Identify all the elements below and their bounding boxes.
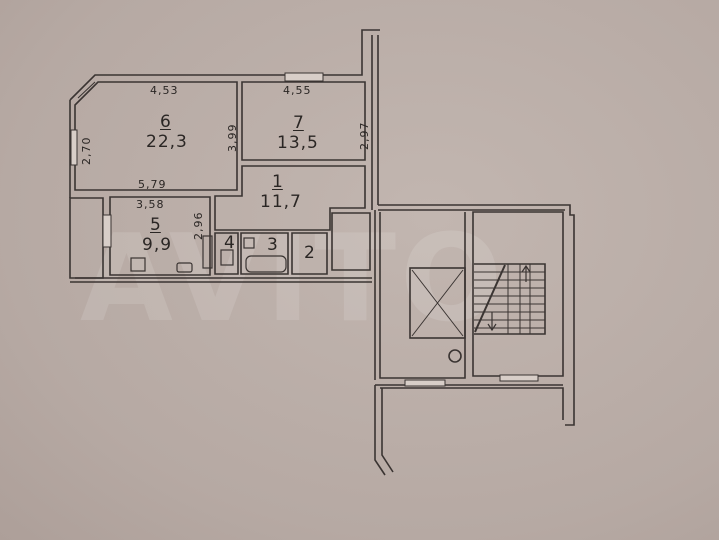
room-3-number: 3 [267,235,279,255]
room-7-area: 13,5 [277,133,319,153]
room-7-number: 7 [293,113,304,133]
room-5-dim-top: 3,58 [136,198,165,211]
room-5-dim-right: 2,96 [192,211,205,241]
room-6-dim-top: 4,53 [150,84,179,97]
room-1-area: 11,7 [260,192,302,212]
room-7-dim-top: 4,55 [283,84,312,97]
arrow-up-icon [521,264,531,282]
room-6-dim-left: 2,70 [80,136,93,166]
room-2-number: 2 [304,243,316,263]
room-6-area: 22,3 [146,132,188,152]
room-5-area: 9,9 [142,235,173,255]
room-4-number: 4 [224,233,236,253]
room-7-dim-right: 2,97 [358,121,371,151]
room-6-dim-bottom: 5,79 [138,178,167,191]
room-6-number: 6 [160,112,171,132]
room-1-number: 1 [272,172,283,192]
room-6-dim-right: 3,99 [226,123,239,153]
arrow-down-icon [487,312,497,332]
room-5-number: 5 [150,215,161,235]
watermark: AVITO [80,210,507,349]
